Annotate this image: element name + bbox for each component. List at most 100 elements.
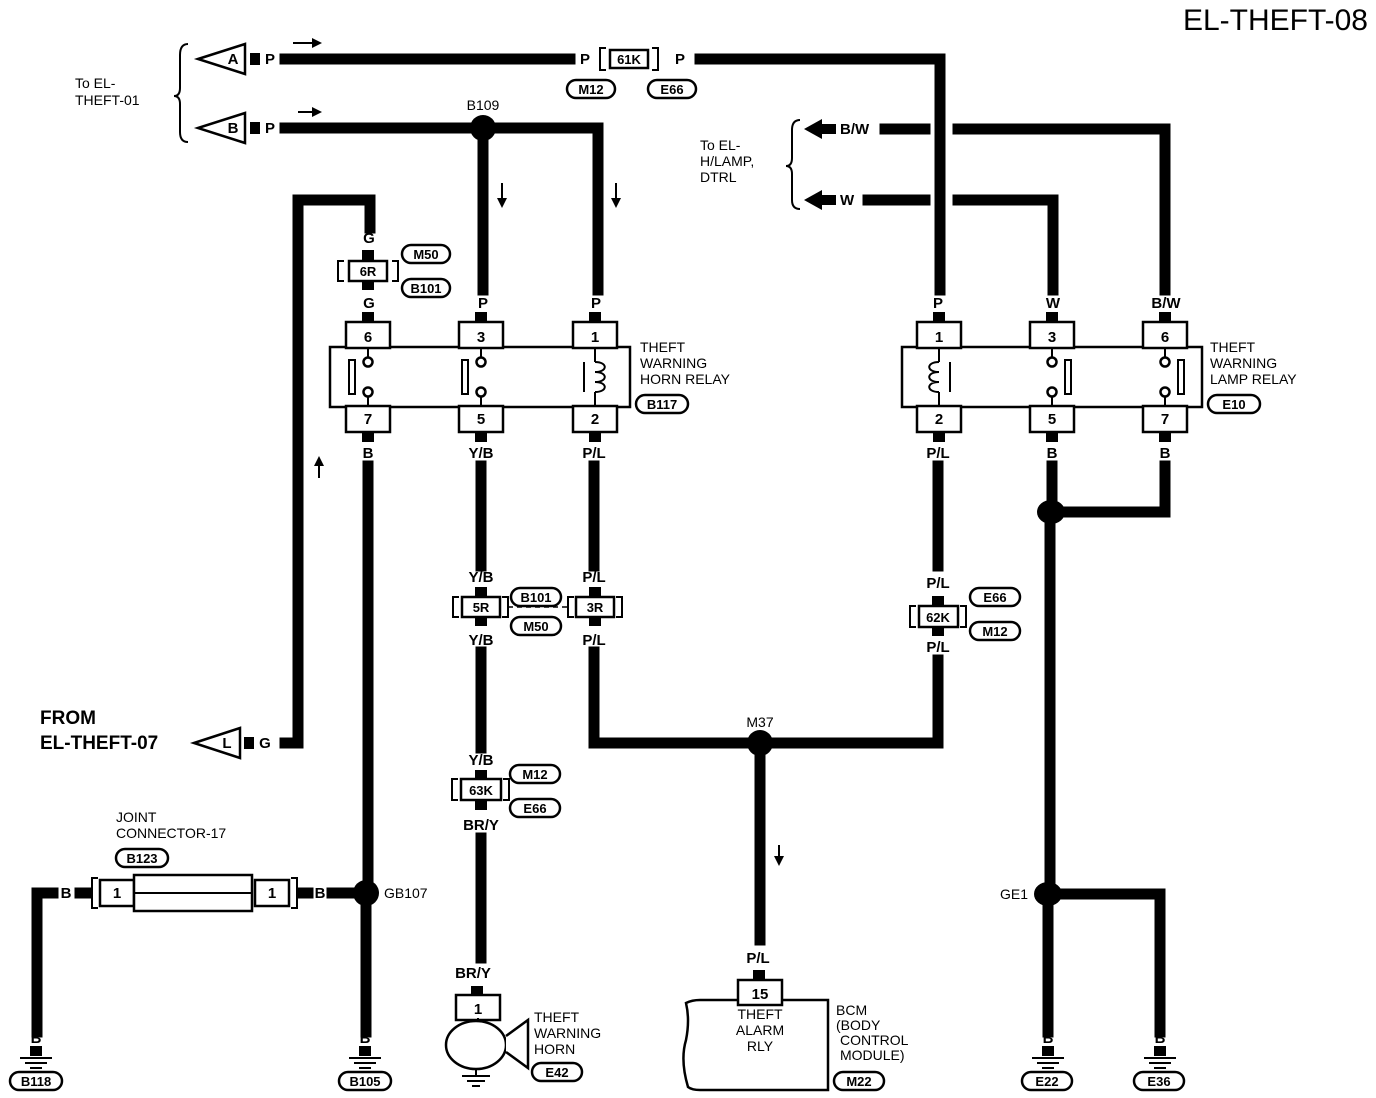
junction-b109 [470,115,496,141]
connector-61k-label: 61K [617,52,641,67]
wire-pl-3r-to-m37 [588,646,753,749]
wire-5r-top-color: Y/B [468,569,493,586]
offpage-arrow-l [189,726,242,760]
flow-arrow-b-head [312,107,322,117]
horn-title-3: HORN [534,1041,575,1057]
to-hlamp-label-1: To EL- [700,137,741,153]
connector-3r-label: 3R [587,600,604,615]
lamp-relay-title-3: LAMP RELAY [1210,371,1297,387]
connector-id-m12-63k [508,763,562,785]
connector-3r: 3R [567,587,623,626]
bcm-module: 15 [682,970,830,1092]
connector-62k: 62K [909,596,967,636]
lamp-relay-title-1: THEFT [1210,339,1256,355]
horn-pin-1: 1 [474,1001,482,1018]
bcm-pin-15: 15 [752,986,769,1003]
junction-b109-label: B109 [467,97,500,113]
connector-63k-label: 63K [469,783,493,798]
wire-63k-top-color: Y/B [468,752,493,769]
ground-b105: B B105 [337,1030,393,1092]
wire-lamp5-color: B [1047,445,1058,462]
connector-id-m22-label: M22 [846,1074,871,1089]
wire-6r-top-color: G [363,230,375,247]
bcm-title-2: (BODY [836,1017,881,1033]
terminal-a [250,53,260,65]
bcm-inner-1: THEFT [737,1006,783,1022]
wire-62k-top-color: P/L [926,575,949,592]
lamp-relay-pin-3: 3 [1048,329,1056,346]
bcm-title-4: MODULE) [840,1047,905,1063]
junction-ge1 [1034,882,1062,906]
horn-relay-title-1: THEFT [640,339,686,355]
arrow-bw [804,119,822,139]
wire-relay7-color: B [363,445,374,462]
junction-m37 [747,730,773,756]
wire-61k-right-color: P [675,51,685,68]
brace-left [173,43,189,143]
connector-id-e66-62k [968,586,1022,608]
horn-relay-pin-5: 5 [477,411,485,428]
offpage-arrow-b [193,111,247,145]
bcm-title-1: BCM [836,1002,867,1018]
horn-relay-pin-2: 2 [591,411,599,428]
wire-w-label-left: W [840,192,855,209]
horn-relay-pin-1: 1 [591,329,599,346]
theft-warning-horn: 1 [444,986,530,1087]
lamp-relay-pin-1: 1 [935,329,943,346]
joint-title-1: JOINT [116,809,157,825]
wire-joint-right-color: B [315,885,326,902]
wire-b-lamp7 [1059,460,1171,518]
bcm-inner-2: ALARM [736,1022,784,1038]
wire-3r-bottom-color: P/L [582,632,605,649]
connector-61k: 61K [599,47,659,71]
junction-gb107 [353,880,379,906]
ground-b118-wire: B [31,1030,42,1047]
lamp-relay-pin-6: 6 [1161,329,1169,346]
connector-id-m22 [832,1070,886,1092]
offpage-l-label: L [222,735,231,752]
wire-lamp6-color: B/W [1151,295,1181,312]
wire-joint-left-color: B [61,885,72,902]
bcm-inner-3: RLY [747,1038,774,1054]
connector-id-b123-label: B123 [126,851,157,866]
connector-id-m12-top-label: M12 [578,82,603,97]
ground-e36-wire: B [1155,1030,1166,1047]
wire-b-color: P [265,120,275,137]
to-hlamp-group: To EL- H/LAMP, DTRL B/W W [700,119,870,210]
wire-bw-to-lamp-relay-6 [952,123,1171,296]
page-title: EL-THEFT-08 [1183,4,1368,37]
connector-id-m50-top-label: M50 [413,247,438,262]
wire-b-joint-to-b118 [31,887,59,1038]
wire-pl-m37-to-62k [767,654,944,749]
junction-m37-label: M37 [746,714,773,730]
horn-relay-pin-3: 3 [477,329,485,346]
wire-l-color: G [259,735,271,752]
to-el-theft-01-group: To EL- THEFT-01 A P B P [75,38,322,145]
offpage-a-label: A [228,51,239,68]
connector-id-m12-62k-label: M12 [982,624,1007,639]
wire-3r-top-color: P/L [582,569,605,586]
wire-bcm-color: P/L [746,950,769,967]
wire-62k-bottom-color: P/L [926,639,949,656]
wire-b-ge1-to-e36 [1056,888,1166,1038]
joint-connector-17: 1 1 [91,873,298,913]
connector-6r-label: 6R [360,264,377,279]
wire-g-from-theft07 [279,194,376,749]
connector-62k-label: 62K [926,610,950,625]
joint-pin-left: 1 [113,885,121,902]
to-el-theft01-label-2: THEFT-01 [75,92,140,108]
flow-arrow-a-head [312,38,322,48]
connector-id-e10 [1206,393,1262,415]
wire-relay2-color: P/L [582,445,605,462]
wire-61k-left-color: P [580,51,590,68]
horn-relay-pin-7: 7 [364,411,372,428]
wire-5r-bottom-color: Y/B [468,632,493,649]
wire-6r-bottom-color: G [363,295,375,312]
ground-b105-wire: B [360,1030,371,1047]
wire-b109-to-horn-relay-1 [490,122,604,296]
from-label-1: FROM [40,708,96,729]
connector-id-m12-63k-label: M12 [522,767,547,782]
lamp-relay: 1 3 6 2 5 7 [900,312,1204,442]
connector-id-e42 [530,1061,584,1083]
wire-lamp2-color: P/L [926,445,949,462]
